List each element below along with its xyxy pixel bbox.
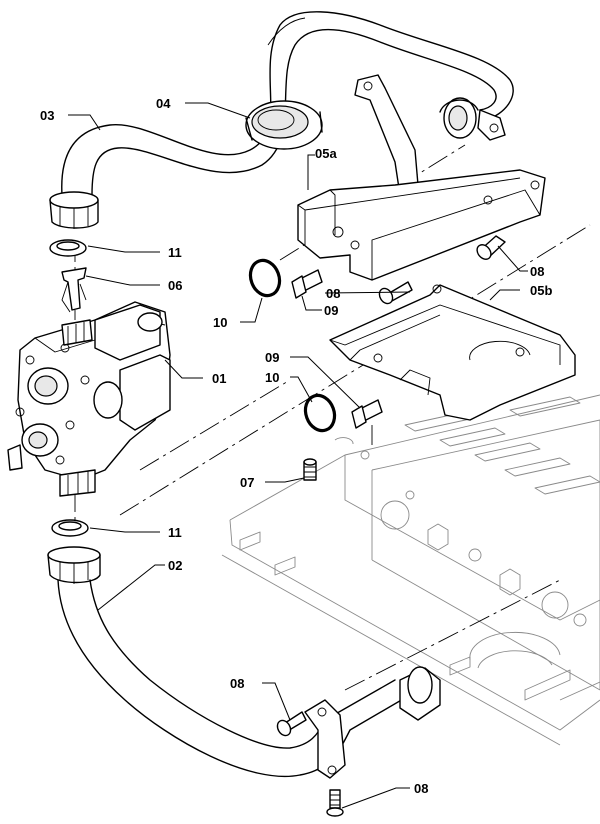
fitting-09-lower [351,399,383,429]
grommet-04 [245,100,323,150]
o-ring-10-upper [248,258,282,298]
label-05a: 05a [315,146,337,161]
bracket-05b [329,284,576,421]
label-09-lower: 09 [265,350,279,365]
label-11-lower: 11 [168,525,182,540]
part-labels: 03 04 05a 11 06 01 08 08 05b 10 09 09 10… [40,96,552,796]
pipe-nut-03 [49,191,99,229]
leader-lines [68,102,528,809]
label-08-bottom: 08 [414,781,428,796]
label-10-upper: 10 [213,315,227,330]
grommet-right [439,97,479,139]
washer-11-lower [51,519,89,537]
screw-08-bottom [326,789,344,817]
label-08-mid: 08 [326,286,340,301]
hydraulic-block-01 [7,301,171,497]
clip-06 [61,267,87,313]
o-ring-10-lower [303,393,337,433]
screw-08-lower-left [276,711,307,737]
label-05b: 05b [530,283,552,298]
screw-08-upper-right [476,235,506,260]
lower-pipe-02 [47,546,441,777]
label-08-upper-right: 08 [530,264,544,279]
fitting-09-upper [291,269,323,299]
label-06: 06 [168,278,182,293]
screw-07 [303,458,317,481]
bracket-05a [297,74,546,281]
label-03: 03 [40,108,54,123]
label-11-upper: 11 [168,245,182,260]
upper-pipe-03 [61,11,514,196]
label-01: 01 [212,371,226,386]
label-07: 07 [240,475,254,490]
label-09-upper: 09 [324,303,338,318]
label-02: 02 [168,558,182,573]
pipe-bracket-lower [304,699,346,779]
label-04: 04 [156,96,171,111]
washer-11-upper [49,239,87,257]
label-08-lower-left: 08 [230,676,244,691]
screw-08-mid [378,281,413,305]
label-10-lower: 10 [265,370,279,385]
